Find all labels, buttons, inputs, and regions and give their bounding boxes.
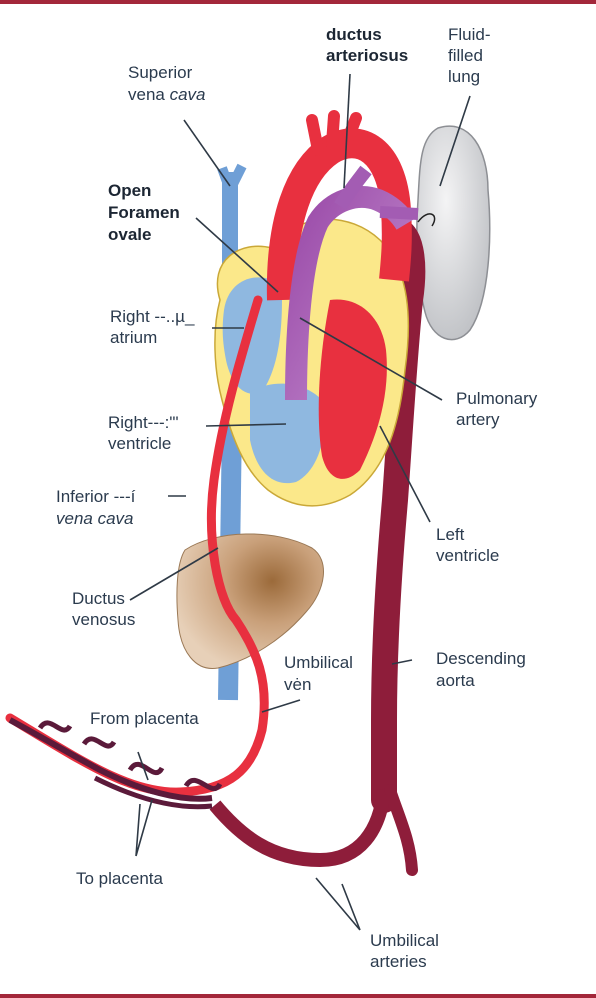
top-frame-line (0, 0, 596, 4)
aorta-bifurcation-left (215, 790, 384, 860)
label-from-placenta: From placenta (90, 709, 199, 728)
pulmonary-branch (380, 212, 418, 214)
arch-branches (312, 116, 356, 150)
label-right-atrium: Right --..µ_atrium (110, 307, 195, 347)
lung-shape (417, 126, 490, 339)
label-right-ventricle: Right---:"'ventricle (108, 413, 179, 453)
bottom-frame-line (0, 994, 596, 998)
label-to-placenta: To placenta (76, 869, 163, 888)
aorta-bifurcation-right (390, 790, 412, 870)
